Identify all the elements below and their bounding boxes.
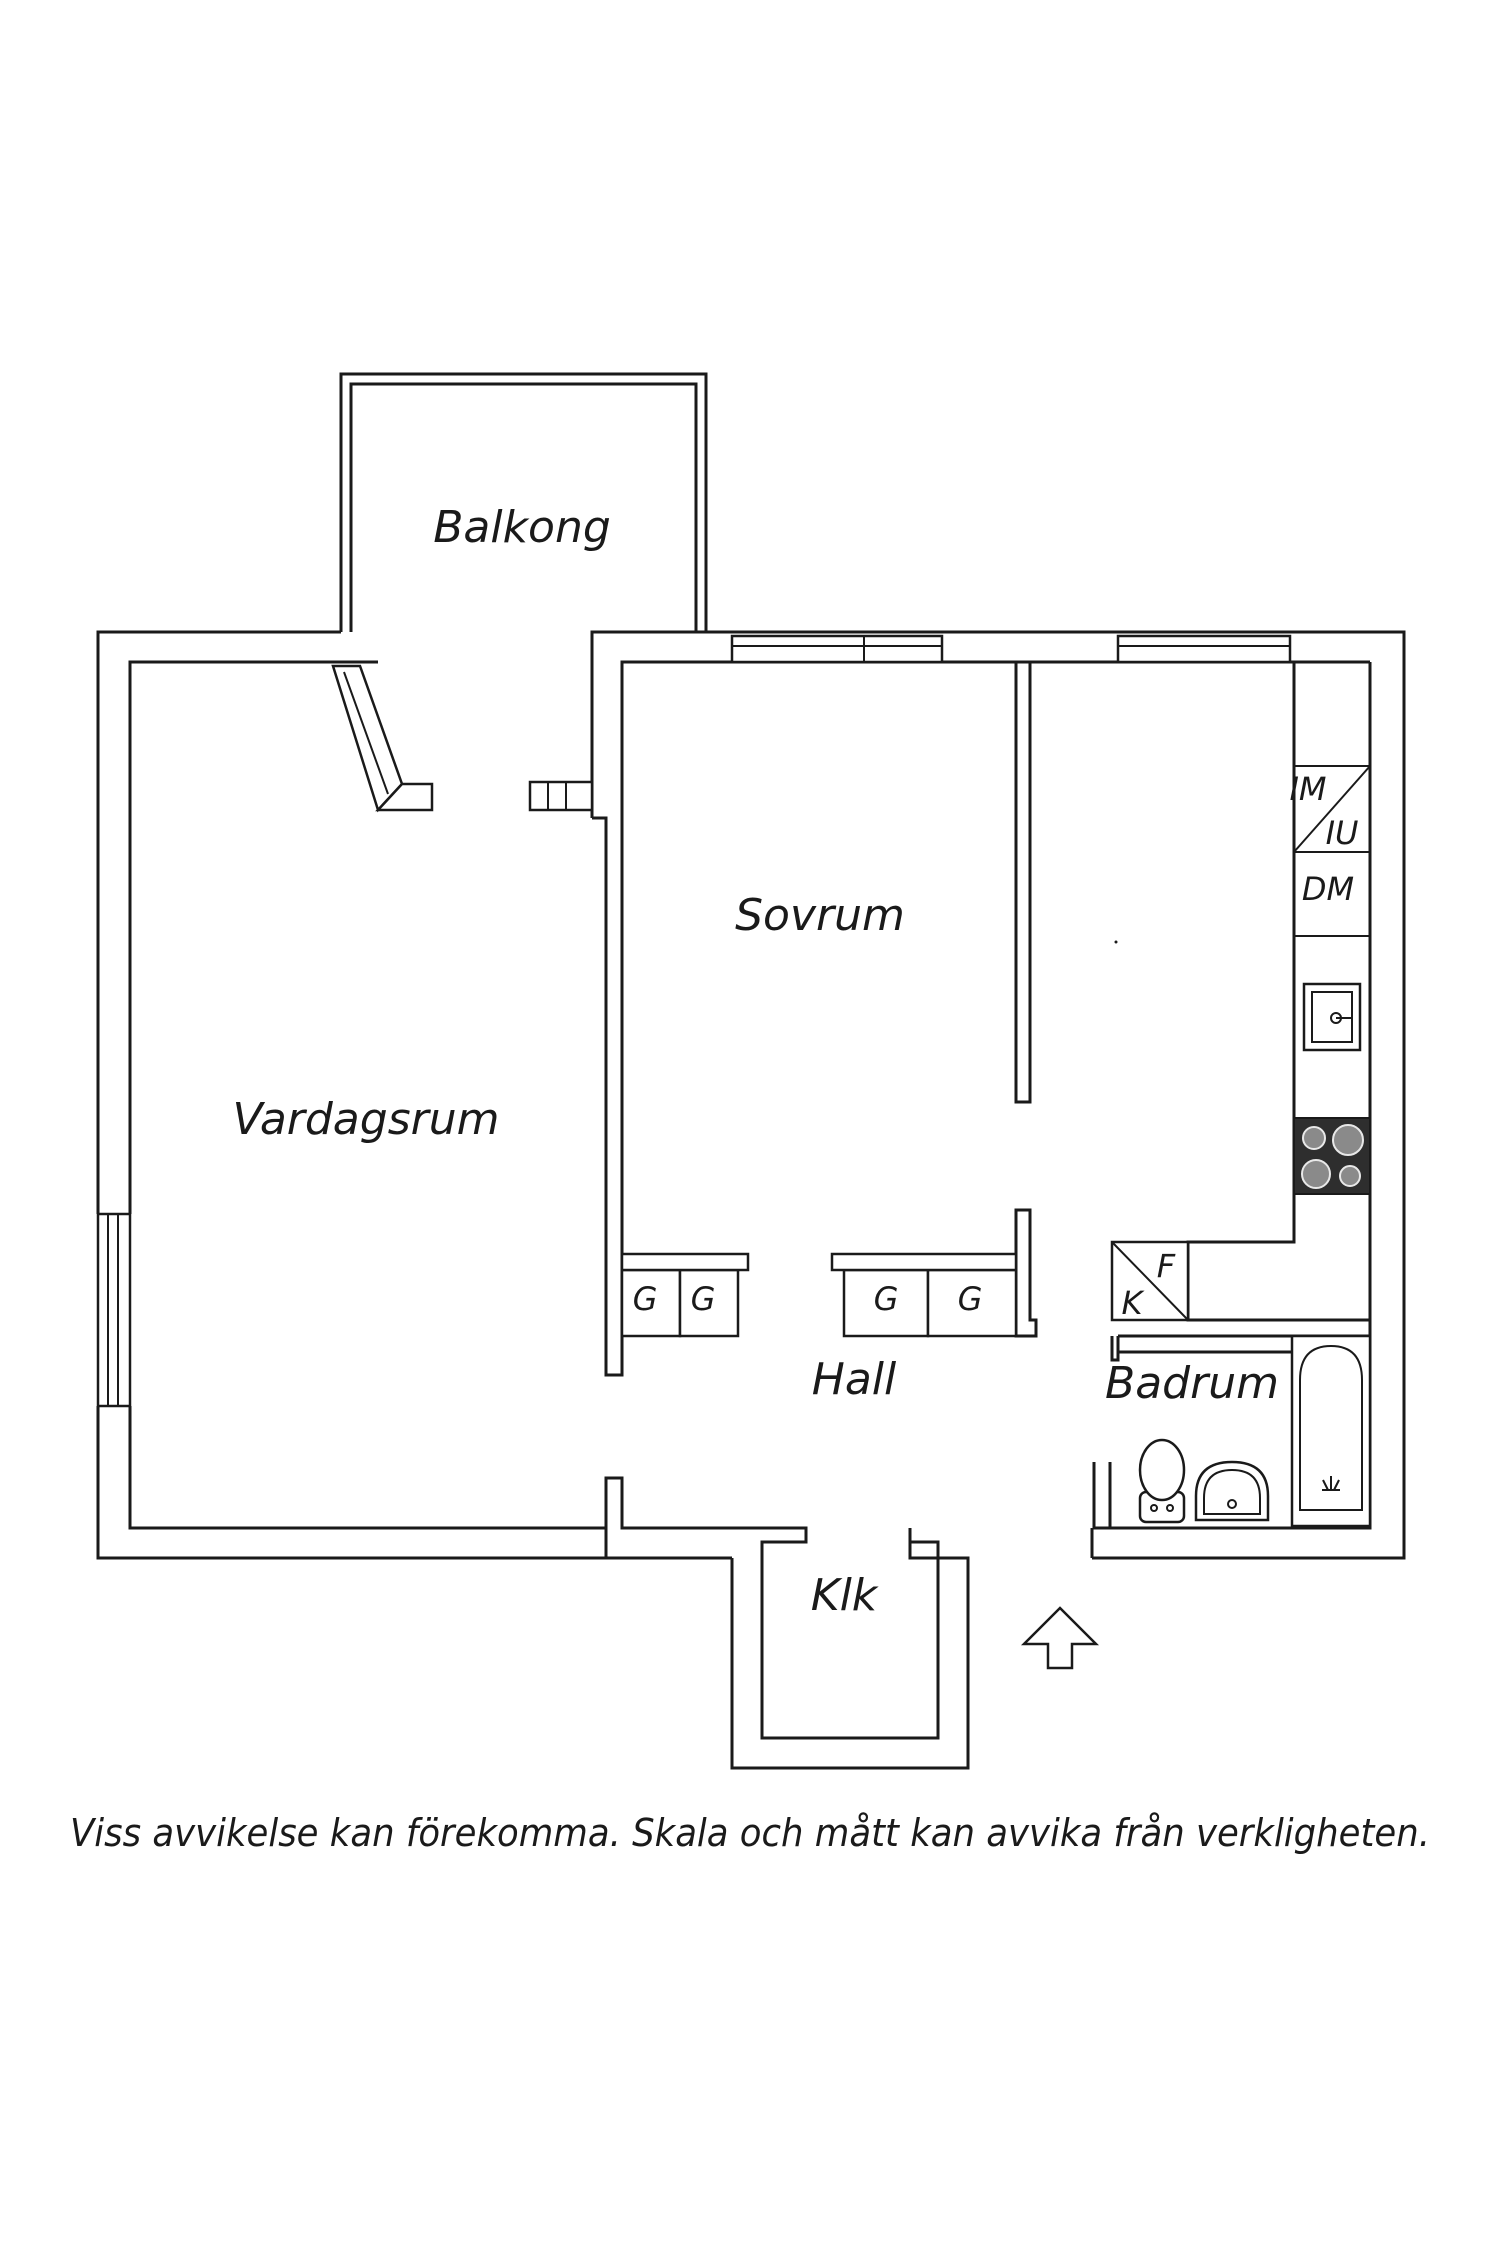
dishwasher-label: DM bbox=[1302, 870, 1354, 908]
room-label-balkong: Balkong bbox=[433, 502, 611, 553]
toilet-icon bbox=[1138, 1438, 1186, 1524]
oven-label: IU bbox=[1326, 814, 1359, 852]
fridge-label: F bbox=[1157, 1247, 1176, 1285]
room-label-vardagsrum: Vardagsrum bbox=[233, 1094, 500, 1145]
room-label-badrum: Badrum bbox=[1105, 1358, 1279, 1409]
kitchen: IM IU DM F K bbox=[1110, 662, 1371, 1322]
stove-icon bbox=[1293, 1117, 1371, 1195]
room-label-hall: Hall bbox=[812, 1354, 897, 1405]
vent-frame bbox=[528, 780, 594, 812]
disclaimer-text: Viss avvikelse kan förekomma. Skala och … bbox=[70, 1811, 1430, 1855]
room-label-klk: Klk bbox=[811, 1570, 879, 1621]
freezer-label: K bbox=[1122, 1284, 1146, 1322]
bathtub-icon bbox=[1290, 1334, 1372, 1528]
living-room-window bbox=[96, 1212, 132, 1408]
wardrobe-4 bbox=[926, 1268, 1018, 1338]
sink-icon bbox=[1302, 982, 1362, 1052]
room-label-sovrum: Sovrum bbox=[735, 890, 905, 941]
bedroom-window bbox=[730, 634, 944, 664]
wardrobes: G G G G bbox=[620, 1252, 1018, 1338]
bathroom bbox=[1138, 1334, 1372, 1528]
kitchen-window bbox=[1116, 634, 1292, 664]
wardrobe-3 bbox=[842, 1268, 930, 1338]
wardrobe-label-4: G bbox=[958, 1280, 983, 1318]
wardrobe-label-1: G bbox=[633, 1280, 658, 1318]
walls bbox=[96, 372, 1406, 1770]
wardrobe-label-2: G bbox=[691, 1280, 716, 1318]
arrow-up-icon bbox=[1020, 1606, 1100, 1670]
washbasin-icon bbox=[1194, 1460, 1270, 1522]
wardrobe-label-3: G bbox=[874, 1280, 899, 1318]
microwave-label: IM bbox=[1289, 770, 1326, 808]
